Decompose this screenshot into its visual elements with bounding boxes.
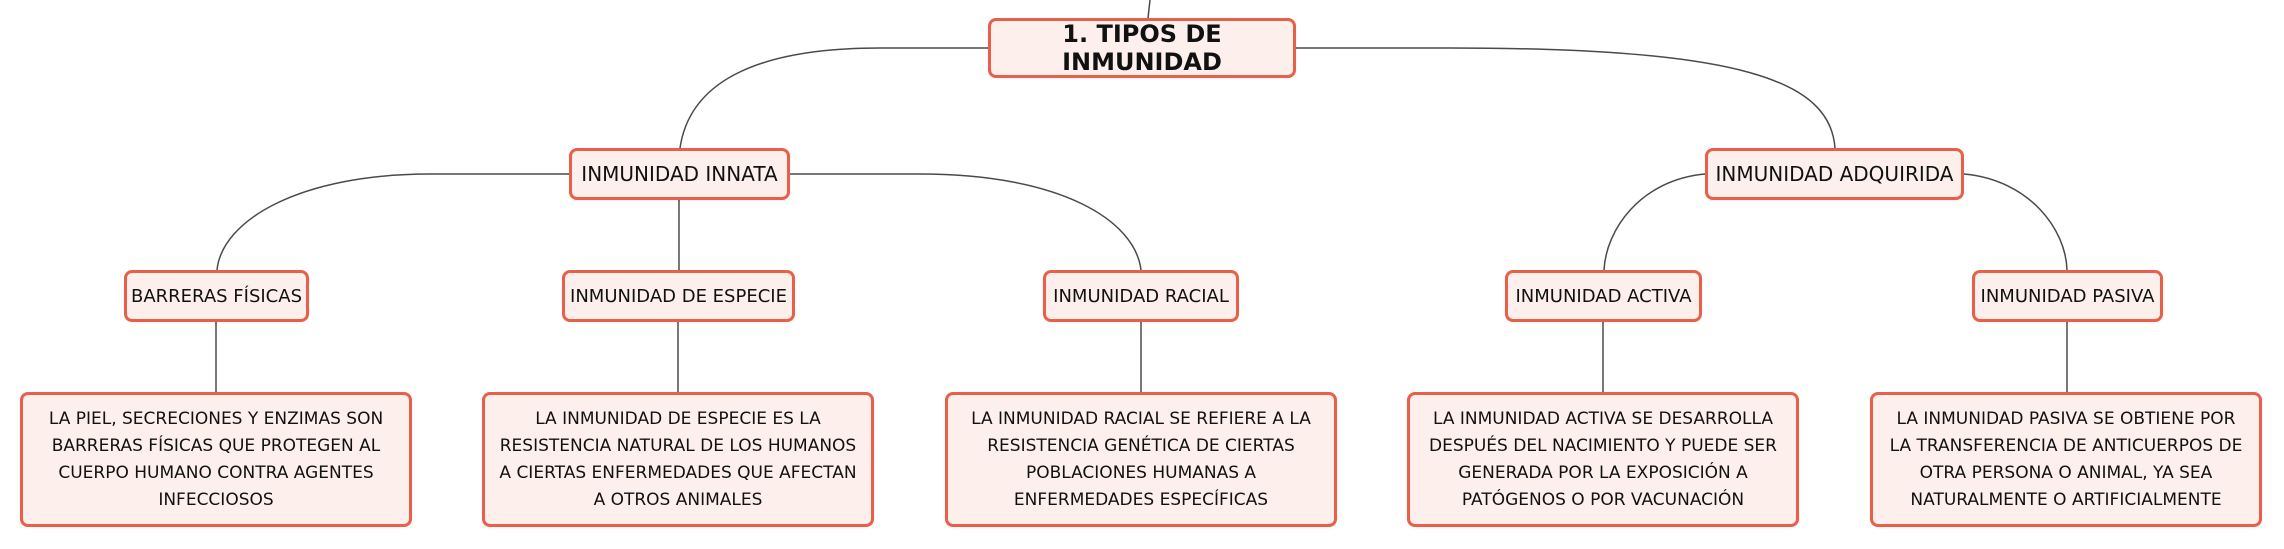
connector-parent-root	[1147, 0, 1151, 19]
description-text: LA PIEL, SECRECIONES Y ENZIMAS SON BARRE…	[48, 408, 384, 510]
node-barreras-fisicas[interactable]: BARRERAS FÍSICAS	[124, 270, 309, 322]
description-inmunidad-pasiva[interactable]: LA INMUNIDAD PASIVA SE OBTIENE POR LA TR…	[1870, 392, 2262, 527]
connector-adquirida-pasiva	[1963, 173, 2068, 271]
node-inmunidad-innata[interactable]: INMUNIDAD INNATA	[569, 148, 790, 200]
node-label: INMUNIDAD ADQUIRIDA	[1715, 162, 1954, 186]
root-node-tipos-de-inmunidad[interactable]: 1. TIPOS DE INMUNIDAD	[988, 18, 1296, 78]
node-label: INMUNIDAD RACIAL	[1053, 285, 1229, 307]
node-label: INMUNIDAD INNATA	[581, 162, 778, 186]
connector-adquirida-activa	[1603, 173, 1706, 271]
connector-root-adquirida	[1296, 47, 1836, 149]
node-inmunidad-activa[interactable]: INMUNIDAD ACTIVA	[1505, 270, 1702, 322]
node-inmunidad-adquirida[interactable]: INMUNIDAD ADQUIRIDA	[1705, 148, 1964, 200]
root-node-label: 1. TIPOS DE INMUNIDAD	[1062, 20, 1222, 76]
node-inmunidad-pasiva[interactable]: INMUNIDAD PASIVA	[1972, 270, 2163, 322]
connector-innata-racial	[790, 173, 1142, 271]
description-text: LA INMUNIDAD RACIAL SE REFIERE A LA RESI…	[971, 408, 1311, 510]
node-label: INMUNIDAD ACTIVA	[1515, 285, 1692, 307]
description-text: LA INMUNIDAD PASIVA SE OBTIENE POR LA TR…	[1889, 408, 2243, 510]
description-barreras-fisicas[interactable]: LA PIEL, SECRECIONES Y ENZIMAS SON BARRE…	[20, 392, 412, 527]
node-inmunidad-racial[interactable]: INMUNIDAD RACIAL	[1043, 270, 1239, 322]
description-inmunidad-de-especie[interactable]: LA INMUNIDAD DE ESPECIE ES LA RESISTENCI…	[482, 392, 874, 527]
description-text: LA INMUNIDAD ACTIVA SE DESARROLLA DESPUÉ…	[1428, 408, 1777, 510]
description-inmunidad-racial[interactable]: LA INMUNIDAD RACIAL SE REFIERE A LA RESI…	[945, 392, 1337, 527]
node-label: INMUNIDAD PASIVA	[1980, 285, 2155, 307]
node-label: INMUNIDAD DE ESPECIE	[570, 285, 787, 307]
connector-innata-barreras	[216, 173, 569, 271]
node-label: BARRERAS FÍSICAS	[131, 285, 302, 307]
node-inmunidad-de-especie[interactable]: INMUNIDAD DE ESPECIE	[562, 270, 795, 322]
connector-root-innata	[679, 47, 988, 149]
description-text: LA INMUNIDAD DE ESPECIE ES LA RESISTENCI…	[499, 408, 857, 510]
description-inmunidad-activa[interactable]: LA INMUNIDAD ACTIVA SE DESARROLLA DESPUÉ…	[1407, 392, 1799, 527]
